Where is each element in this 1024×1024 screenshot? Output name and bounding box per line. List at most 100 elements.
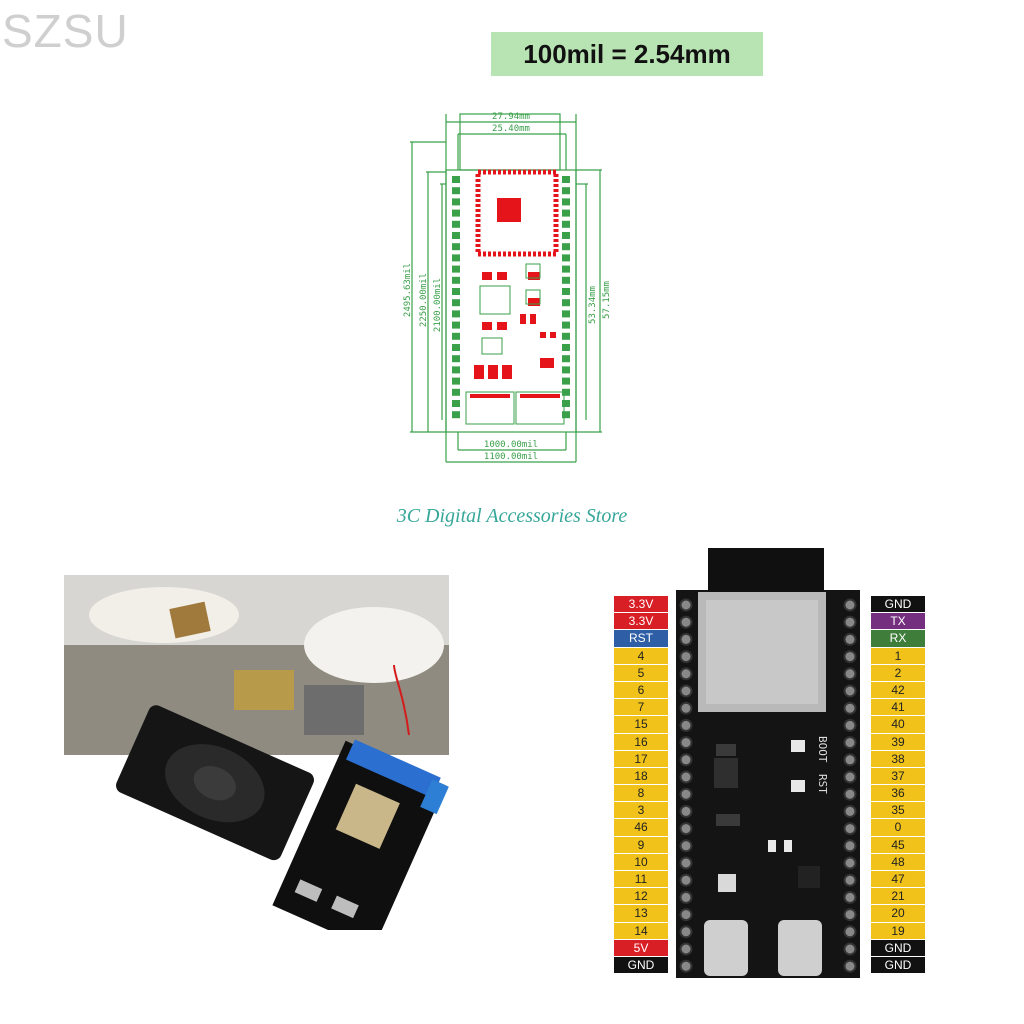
header-hole-left xyxy=(679,890,693,904)
pin-label: 7 xyxy=(614,699,668,717)
header-hole-right xyxy=(843,959,857,973)
pin-pad-left xyxy=(452,254,460,262)
pin-label: GND xyxy=(614,956,668,975)
header-hole-left xyxy=(679,873,693,887)
pin-label: 8 xyxy=(614,785,668,803)
pin-label: 12 xyxy=(614,888,668,906)
pcb-dimension-drawing: /* placeholder removed */ 27.94mm 25.40m… xyxy=(403,112,612,463)
pin-label: GND xyxy=(871,596,925,614)
pin-pad-right xyxy=(562,377,570,385)
pin-label: 37 xyxy=(871,767,925,786)
usb-c-port-left xyxy=(704,920,748,976)
pin-pad-right xyxy=(562,299,570,307)
pin-pad-right xyxy=(562,288,570,295)
pin-label: GND xyxy=(871,956,925,975)
pin-pad-left xyxy=(452,265,460,273)
header-hole-left xyxy=(679,650,693,664)
pin-label: 46 xyxy=(614,819,668,837)
pin-label: 40 xyxy=(871,716,925,734)
header-hole-left xyxy=(679,942,693,956)
dim-bottom-inner: 1000.00mil xyxy=(484,440,538,450)
pin-label: 35 xyxy=(871,802,925,820)
chip xyxy=(169,601,211,639)
oled-display xyxy=(345,739,441,798)
header-hole-right xyxy=(843,925,857,939)
header-hole-left xyxy=(679,856,693,870)
rst-label: RST xyxy=(816,774,829,794)
pin-pad-right xyxy=(562,332,570,340)
pin-pad-right xyxy=(562,366,570,374)
dim-left-1: 2495.63mil xyxy=(403,263,413,317)
pin-pad-left xyxy=(452,243,460,251)
header-hole-right xyxy=(843,684,857,698)
pin-label: 14 xyxy=(614,922,668,940)
pin-label: RX xyxy=(871,630,925,648)
dev-board xyxy=(272,739,449,930)
pin-label: 36 xyxy=(871,785,925,803)
header-hole-left xyxy=(679,908,693,922)
pin-label: RST xyxy=(614,630,668,648)
boot-button xyxy=(791,740,805,752)
pin-label: GND xyxy=(871,939,925,957)
pin-label: 19 xyxy=(871,922,925,940)
pin-pad-left xyxy=(452,288,460,295)
pin-label: 21 xyxy=(871,888,925,906)
header-hole-right xyxy=(843,598,857,612)
header-hole-left xyxy=(679,822,693,836)
header-hole-right xyxy=(843,787,857,801)
pin-label: 0 xyxy=(871,819,925,837)
header-hole-right xyxy=(843,718,857,732)
pin-pad-left xyxy=(452,366,460,374)
pin-pad-right xyxy=(562,198,570,206)
header-hole-left xyxy=(679,718,693,732)
pin-label: 3.3V xyxy=(614,613,668,631)
pin-pad-right xyxy=(562,243,570,251)
pin-pad-right xyxy=(562,254,570,262)
dim-top-outer: 27.94mm xyxy=(492,112,530,122)
pin-label: 10 xyxy=(614,853,668,871)
pin-pad-right xyxy=(562,321,570,329)
pin-label: 1 xyxy=(871,647,925,665)
header-hole-left xyxy=(679,632,693,646)
pin-label: 3 xyxy=(614,802,668,820)
pin-label: 6 xyxy=(614,681,668,700)
header-hole-right xyxy=(843,822,857,836)
devkit-board: BOOT RST xyxy=(676,548,860,978)
component-outlines xyxy=(465,263,565,425)
header-hole-left xyxy=(679,925,693,939)
pin-pad-left xyxy=(452,355,460,363)
pin-label: 20 xyxy=(871,905,925,923)
pin-pad-left xyxy=(452,220,460,228)
dim-right-1: 53.34mm xyxy=(588,286,598,324)
pin-pad-right xyxy=(562,411,570,419)
gloved-hand-right xyxy=(304,607,444,683)
pin-label: 11 xyxy=(614,871,668,889)
pin-label: 15 xyxy=(614,716,668,734)
header-hole-left xyxy=(679,804,693,818)
pin-pad-left xyxy=(452,276,460,284)
scale-note-banner: 100mil = 2.54mm xyxy=(491,32,763,76)
pin-pad-left xyxy=(452,400,460,407)
pin-pad-right xyxy=(562,209,570,217)
gloved-hand-left xyxy=(89,587,239,643)
speaker xyxy=(116,705,314,861)
pin-pad-right xyxy=(562,232,570,239)
header-hole-right xyxy=(843,856,857,870)
pin-pad-right xyxy=(562,187,570,195)
pin-pad-left xyxy=(452,299,460,307)
reset-button xyxy=(791,780,805,792)
pin-label: 5V xyxy=(614,939,668,957)
pin-pad-right xyxy=(562,400,570,407)
header-hole-left xyxy=(679,736,693,750)
pin-label: 39 xyxy=(871,733,925,751)
pin-pad-right xyxy=(562,176,570,183)
pin-label: 13 xyxy=(614,905,668,923)
header-hole-right xyxy=(843,890,857,904)
dim-top-inner: 25.40mm xyxy=(492,124,530,134)
pin-pad-left xyxy=(452,411,460,419)
dim-left-3: 2100.00mil xyxy=(433,278,443,332)
pin-label: 48 xyxy=(871,853,925,871)
pin-pad-right xyxy=(562,276,570,284)
